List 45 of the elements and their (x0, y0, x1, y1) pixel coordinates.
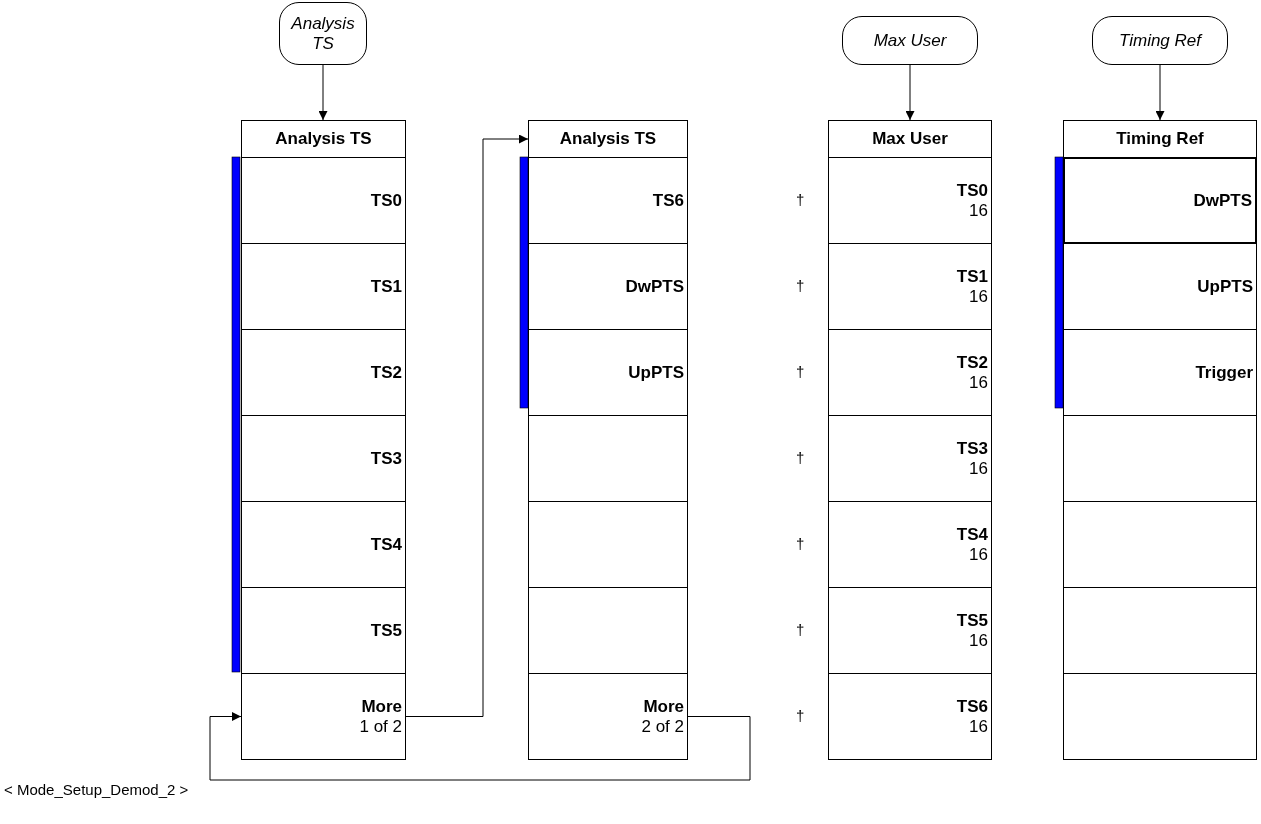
softkey: TS5 16 (828, 587, 992, 674)
arrow (1155, 64, 1165, 121)
empty-softkey (1063, 673, 1257, 760)
softkey: DwPTS (1063, 157, 1257, 244)
empty-softkey (528, 501, 688, 588)
softkey: TS2 16 (828, 329, 992, 416)
empty-softkey (528, 587, 688, 674)
softkey: TS6 16 (828, 673, 992, 760)
empty-softkey (1063, 587, 1257, 674)
softkey: More 1 of 2 (241, 673, 406, 760)
empty-softkey (1063, 501, 1257, 588)
dagger-mark: † (796, 363, 805, 380)
dagger-mark: † (796, 535, 805, 552)
softkey: DwPTS (528, 243, 688, 330)
softkey: TS3 (241, 415, 406, 502)
arrow (318, 64, 328, 121)
empty-softkey (1063, 415, 1257, 502)
softkey: TS3 16 (828, 415, 992, 502)
menu-title: Analysis TS (241, 120, 406, 158)
dagger-mark: † (796, 277, 805, 294)
arrow (209, 712, 751, 781)
empty-softkey (528, 415, 688, 502)
dagger-mark: † (796, 621, 805, 638)
menu-title: Max User (828, 120, 992, 158)
menu-title: Timing Ref (1063, 120, 1257, 158)
softkey: Trigger (1063, 329, 1257, 416)
figure-caption: < Mode_Setup_Demod_2 > (4, 781, 189, 798)
softkey: TS1 16 (828, 243, 992, 330)
softkey: TS0 16 (828, 157, 992, 244)
menu-title: Analysis TS (528, 120, 688, 158)
arrow (905, 64, 915, 121)
softkey: TS5 (241, 587, 406, 674)
dagger-mark: † (796, 449, 805, 466)
softkey: More 2 of 2 (528, 673, 688, 760)
dagger-mark: † (796, 707, 805, 724)
softkey: TS2 (241, 329, 406, 416)
softkey: TS0 (241, 157, 406, 244)
softkey: UpPTS (528, 329, 688, 416)
softkey: UpPTS (1063, 243, 1257, 330)
softkey: TS4 (241, 501, 406, 588)
softkey: TS4 16 (828, 501, 992, 588)
arrow (405, 134, 529, 717)
softkey: TS1 (241, 243, 406, 330)
dagger-mark: † (796, 191, 805, 208)
softkey: TS6 (528, 157, 688, 244)
